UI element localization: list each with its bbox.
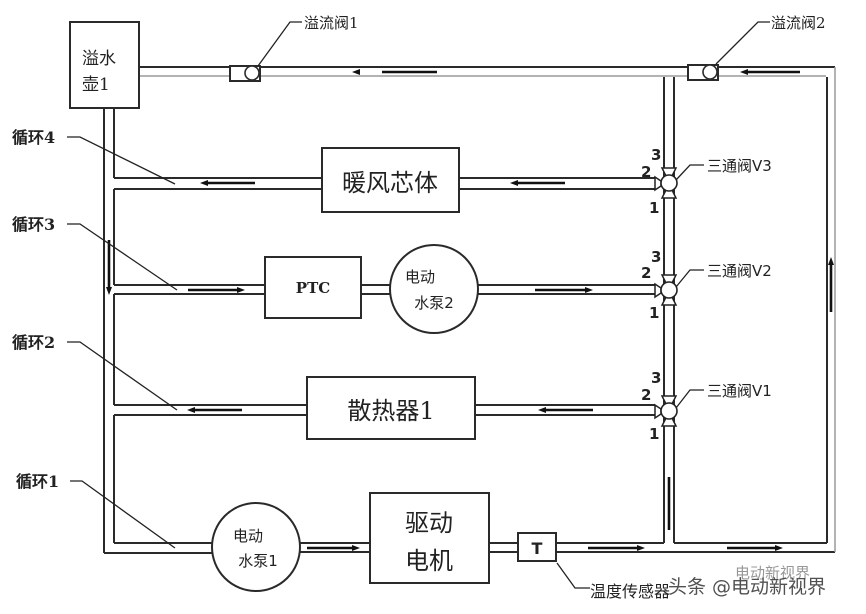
watermark-text: 头条 @电动新视界 [668, 576, 826, 598]
flow-arrow-left-down [106, 240, 112, 295]
electric-pump-1: 电动 水泵1 [211, 502, 301, 592]
v1-port-1: 1 [649, 425, 659, 443]
flow-arrow-right-up [828, 257, 834, 312]
v1-port-3: 3 [651, 369, 661, 387]
temp-sensor-label: 温度传感器 [590, 582, 670, 601]
flow-arrow-top-left [352, 69, 437, 75]
flow-arrow-loop2-right [538, 407, 593, 413]
flow-arrow-loop1-right-b [727, 545, 783, 551]
relief-valve-2: 溢流阀2 [687, 14, 826, 81]
v2-port-3: 3 [651, 248, 661, 266]
drive-motor: 驱动 电机 [369, 492, 490, 584]
motor-label-line1: 驱动 [405, 509, 453, 537]
loop-3-label: 循环3 [12, 215, 55, 234]
flow-arrow-loop1-mid [307, 545, 360, 551]
relief-valve-2-icon [702, 64, 718, 80]
heater-core: 暖风芯体 [321, 147, 460, 213]
relief-valve-1: 溢流阀1 [229, 14, 359, 82]
pump-1-label-line1: 电动 [233, 527, 263, 545]
flow-arrows [106, 69, 834, 551]
three-way-valve-v2: 2 3 1 三通阀V2 [641, 248, 772, 322]
pump-1-label-line2: 水泵1 [238, 552, 278, 570]
flow-arrow-loop3-right [535, 287, 593, 293]
loop-label-3: 循环3 [12, 215, 178, 291]
three-way-valve-v2-icon [654, 274, 678, 306]
flow-arrow-loop2-left [187, 407, 242, 413]
v2-port-2: 2 [641, 264, 651, 282]
three-way-valve-v3: 2 3 1 三通阀V3 [641, 146, 772, 217]
loop-2-label: 循环2 [12, 333, 55, 352]
radiator-1: 散热器1 [306, 376, 476, 440]
flow-arrow-loop4-right [510, 180, 565, 186]
three-way-valve-v1: 2 3 1 三通阀V1 [641, 369, 772, 443]
relief-valve-1-icon [244, 65, 260, 81]
pump-2-label-line2: 水泵2 [414, 294, 454, 312]
v3-port-3: 3 [651, 146, 661, 164]
loop-label-2: 循环2 [12, 333, 178, 411]
v3-label: 三通阀V3 [707, 157, 772, 175]
watermark: 电动新视界 头条 @电动新视界 [668, 564, 826, 598]
overflow-tank-label-line2: 壶1 [82, 75, 110, 95]
ptc-heater: PTC [264, 256, 362, 319]
v1-port-2: 2 [641, 386, 651, 404]
motor-label-line2: 电机 [405, 547, 453, 575]
pipe-network [103, 66, 836, 554]
three-way-valve-v3-icon [654, 167, 678, 199]
v3-port-1: 1 [649, 199, 659, 217]
pump-2-label-line1: 电动 [405, 268, 435, 286]
temp-sensor-symbol: T [532, 539, 543, 558]
v2-port-1: 1 [649, 304, 659, 322]
v2-label: 三通阀V2 [707, 262, 772, 280]
v3-port-2: 2 [641, 163, 651, 181]
relief-valve-1-label: 溢流阀1 [304, 14, 359, 32]
loop-label-4: 循环4 [12, 128, 176, 185]
electric-pump-2: 电动 水泵2 [389, 244, 479, 334]
loop-4-label: 循环4 [12, 128, 55, 147]
v1-label: 三通阀V1 [707, 382, 772, 400]
flow-arrow-top-right [740, 69, 800, 75]
overflow-tank-label-line1: 溢水 [82, 49, 116, 69]
temperature-sensor: T 温度传感器 [517, 532, 670, 601]
loop-1-label: 循环1 [16, 472, 59, 491]
heater-core-label: 暖风芯体 [342, 169, 438, 197]
loop-label-1: 循环1 [16, 472, 176, 549]
ptc-label: PTC [296, 279, 330, 297]
watermark-faint: 电动新视界 [735, 564, 810, 582]
flow-arrow-loop1-right-a [588, 545, 645, 551]
flow-arrow-loop4-left [200, 180, 255, 186]
radiator-label: 散热器1 [347, 397, 434, 425]
overflow-tank: 溢水 壶1 [69, 21, 140, 109]
relief-valve-2-label: 溢流阀2 [771, 14, 826, 32]
flow-arrow-loop3-left [188, 287, 245, 293]
three-way-valve-v1-icon [654, 395, 678, 427]
